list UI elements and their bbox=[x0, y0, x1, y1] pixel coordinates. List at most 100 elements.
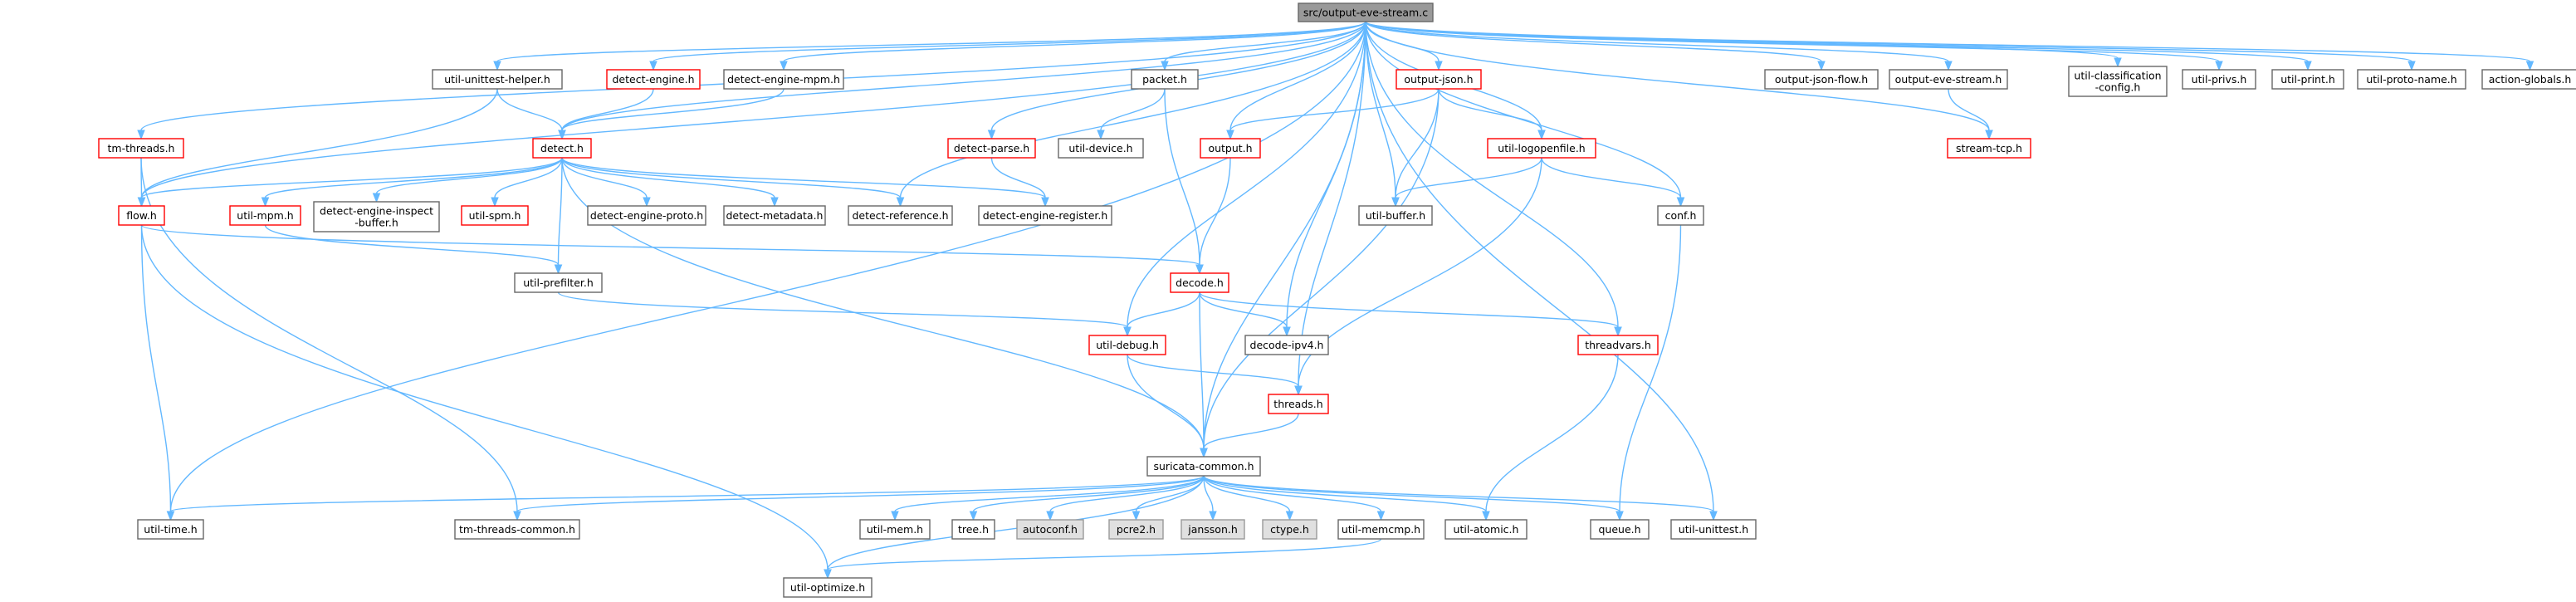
node-conf-h[interactable]: conf.h bbox=[1657, 205, 1704, 226]
node-util-time-h[interactable]: util-time.h bbox=[137, 519, 204, 540]
node-queue-h[interactable]: queue.h bbox=[1590, 519, 1650, 540]
node-util-mpm-h[interactable]: util-mpm.h bbox=[229, 205, 301, 226]
node-detect-engine-mpm-h[interactable]: detect-engine-mpm.h bbox=[723, 69, 844, 90]
node-label: -config.h bbox=[2095, 81, 2141, 94]
edge-detect-h-to-detect-engine-register-h bbox=[561, 157, 1049, 208]
node-threadvars-h[interactable]: threadvars.h bbox=[1577, 335, 1659, 355]
node-label: util-classification bbox=[2074, 70, 2161, 82]
edge-output-eve-stream-c-to-detect-engine-mpm-h bbox=[780, 21, 1366, 71]
edge-suricata-common-h-to-util-mem-h bbox=[891, 475, 1205, 521]
edge-suricata-common-h-to-tm-threads-common-h bbox=[513, 475, 1205, 521]
edge-detect-engine-mpm-h-to-detect-h bbox=[558, 88, 785, 140]
node-util-unittest-h[interactable]: util-unittest.h bbox=[1670, 519, 1757, 540]
edge-util-debug-h-to-threads-h bbox=[1127, 354, 1303, 396]
node-label: action-globals.h bbox=[2489, 73, 2572, 86]
edge-output-eve-stream-c-to-util-unittest-h bbox=[1365, 21, 1718, 521]
node-util-classification-config-h[interactable]: util-classification-config.h bbox=[2068, 66, 2168, 97]
node-label: decode.h bbox=[1176, 277, 1224, 289]
edge-suricata-common-h-to-tree-h bbox=[969, 475, 1205, 521]
node-flow-h[interactable]: flow.h bbox=[118, 205, 165, 226]
node-output-h[interactable]: output.h bbox=[1200, 138, 1261, 159]
node-util-print-h[interactable]: util-print.h bbox=[2271, 69, 2344, 90]
node-util-memcmp-h[interactable]: util-memcmp.h bbox=[1337, 519, 1425, 540]
node-suricata-common-h[interactable]: suricata-common.h bbox=[1146, 456, 1261, 477]
node-detect-engine-inspect-buffer-h[interactable]: detect-engine-inspect-buffer.h bbox=[313, 201, 440, 232]
node-label: detect-engine-register.h bbox=[983, 209, 1108, 222]
node-output-json-flow-h[interactable]: output-json-flow.h bbox=[1764, 69, 1879, 90]
node-label: queue.h bbox=[1598, 523, 1640, 536]
node-pcre2-h[interactable]: pcre2.h bbox=[1108, 519, 1164, 540]
node-detect-engine-h[interactable]: detect-engine.h bbox=[606, 69, 701, 90]
node-label: output-json-flow.h bbox=[1775, 73, 1868, 86]
edge-detect-h-to-detect-engine-proto-h bbox=[561, 157, 651, 208]
edge-suricata-common-h-to-jansson-h bbox=[1203, 475, 1217, 521]
node-label: util-buffer.h bbox=[1366, 209, 1425, 222]
node-output-eve-stream-h[interactable]: output-eve-stream.h bbox=[1889, 69, 2008, 90]
node-label: detect-engine-proto.h bbox=[590, 209, 703, 222]
edge-output-eve-stream-c-to-conf-h bbox=[1365, 21, 1685, 208]
node-util-mem-h[interactable]: util-mem.h bbox=[859, 519, 931, 540]
node-decode-ipv4-h[interactable]: decode-ipv4.h bbox=[1244, 335, 1329, 355]
node-util-buffer-h[interactable]: util-buffer.h bbox=[1358, 205, 1433, 226]
edge-decode-h-to-util-debug-h bbox=[1123, 291, 1200, 337]
node-output-json-h[interactable]: output-json.h bbox=[1396, 69, 1482, 90]
node-detect-h[interactable]: detect.h bbox=[532, 138, 592, 159]
node-util-optimize-h[interactable]: util-optimize.h bbox=[783, 577, 873, 598]
node-label: detect-reference.h bbox=[852, 209, 948, 222]
node-output-eve-stream-c[interactable]: src/output-eve-stream.c bbox=[1298, 2, 1434, 22]
node-util-device-h[interactable]: util-device.h bbox=[1058, 138, 1144, 159]
node-autoconf-h[interactable]: autoconf.h bbox=[1016, 519, 1084, 540]
node-tm-threads-h[interactable]: tm-threads.h bbox=[98, 138, 184, 159]
edge-output-eve-stream-c-to-util-buffer-h bbox=[1365, 21, 1400, 208]
edge-util-memcmp-h-to-util-optimize-h bbox=[824, 538, 1382, 580]
node-util-debug-h[interactable]: util-debug.h bbox=[1088, 335, 1166, 355]
node-label: util-mem.h bbox=[867, 523, 923, 536]
node-label: util-privs.h bbox=[2192, 73, 2247, 86]
node-label: suricata-common.h bbox=[1154, 460, 1254, 472]
edge-output-eve-stream-c-to-output-h bbox=[1226, 21, 1366, 140]
node-util-unittest-helper-h[interactable]: util-unittest-helper.h bbox=[432, 69, 563, 90]
node-label: detect-parse.h bbox=[954, 142, 1029, 154]
edge-detect-h-to-detect-reference-h bbox=[561, 157, 905, 208]
edge-output-eve-stream-c-to-util-debug-h bbox=[1123, 21, 1366, 337]
node-stream-tcp-h[interactable]: stream-tcp.h bbox=[1947, 138, 2031, 159]
node-util-atomic-h[interactable]: util-atomic.h bbox=[1444, 519, 1528, 540]
edge-util-logopenfile-h-to-util-buffer-h bbox=[1391, 157, 1542, 208]
edge-detect-h-to-util-spm-h bbox=[491, 157, 563, 208]
node-ctype-h[interactable]: ctype.h bbox=[1262, 519, 1317, 540]
node-threads-h[interactable]: threads.h bbox=[1268, 394, 1329, 414]
edge-threads-h-to-suricata-common-h bbox=[1200, 413, 1299, 458]
edge-util-mpm-h-to-util-prefilter-h bbox=[264, 224, 563, 275]
node-label: decode-ipv4.h bbox=[1250, 339, 1324, 351]
edge-decode-h-to-suricata-common-h bbox=[1199, 291, 1208, 458]
edge-suricata-common-h-to-queue-h bbox=[1203, 475, 1624, 521]
node-tree-h[interactable]: tree.h bbox=[951, 519, 995, 540]
node-packet-h[interactable]: packet.h bbox=[1131, 69, 1199, 90]
node-detect-metadata-h[interactable]: detect-metadata.h bbox=[723, 205, 826, 226]
node-detect-parse-h[interactable]: detect-parse.h bbox=[947, 138, 1036, 159]
node-label: flow.h bbox=[126, 209, 157, 222]
node-label: threads.h bbox=[1273, 398, 1322, 410]
node-util-prefilter-h[interactable]: util-prefilter.h bbox=[514, 272, 603, 293]
node-label: util-spm.h bbox=[469, 209, 521, 222]
node-detect-reference-h[interactable]: detect-reference.h bbox=[848, 205, 953, 226]
node-decode-h[interactable]: decode.h bbox=[1170, 272, 1229, 293]
node-detect-engine-register-h[interactable]: detect-engine-register.h bbox=[978, 205, 1112, 226]
edge-output-eve-stream-c-to-suricata-common-h bbox=[1200, 21, 1366, 458]
node-detect-engine-proto-h[interactable]: detect-engine-proto.h bbox=[587, 205, 706, 226]
node-action-globals-h[interactable]: action-globals.h bbox=[2481, 69, 2576, 90]
node-util-spm-h[interactable]: util-spm.h bbox=[461, 205, 529, 226]
node-util-privs-h[interactable]: util-privs.h bbox=[2182, 69, 2256, 90]
node-label: util-debug.h bbox=[1096, 339, 1159, 351]
node-util-logopenfile-h[interactable]: util-logopenfile.h bbox=[1487, 138, 1596, 159]
node-util-proto-name-h[interactable]: util-proto-name.h bbox=[2357, 69, 2466, 90]
edge-util-prefilter-h-to-util-debug-h bbox=[557, 291, 1132, 337]
edge-util-unittest-helper-h-to-detect-h bbox=[496, 88, 566, 140]
node-tm-threads-common-h[interactable]: tm-threads-common.h bbox=[454, 519, 580, 540]
edge-output-json-h-to-util-logopenfile-h bbox=[1438, 88, 1546, 140]
edge-output-eve-stream-c-to-util-time-h bbox=[166, 21, 1366, 521]
node-label: detect.h bbox=[540, 142, 584, 154]
node-jansson-h[interactable]: jansson.h bbox=[1180, 519, 1245, 540]
edge-output-eve-stream-c-to-output-eve-stream-h bbox=[1365, 21, 1953, 71]
node-label: -buffer.h bbox=[354, 217, 398, 229]
